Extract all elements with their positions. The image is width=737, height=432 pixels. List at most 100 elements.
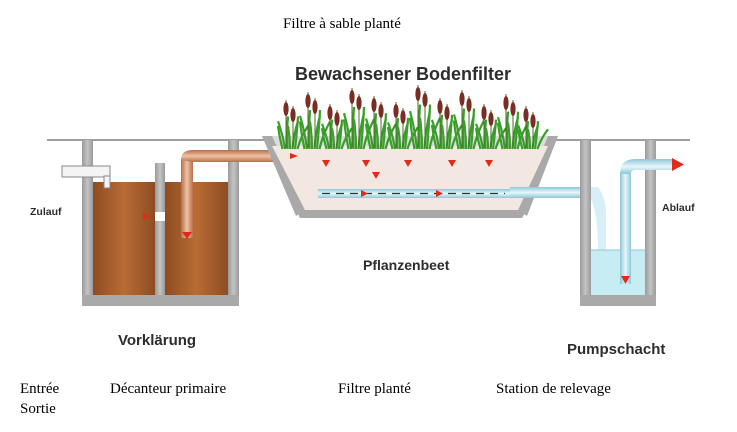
reed-leaf: [396, 117, 400, 150]
reed-leaf: [440, 114, 444, 150]
plant-bed-basin: [262, 136, 606, 250]
reed-leaf: [425, 104, 432, 150]
reed-head: [422, 93, 428, 107]
reed-head: [356, 96, 362, 110]
outlet-label: Ablauf: [662, 202, 695, 214]
reed-leaf: [526, 129, 532, 150]
reed-leaf: [533, 121, 540, 150]
label-decanteur: Décanteur primaire: [110, 381, 227, 397]
reed-head: [334, 112, 340, 126]
label-filtre-plante: Filtre planté: [338, 381, 411, 397]
label-station: Station de relevage: [496, 381, 611, 397]
reed-leaf: [516, 124, 527, 150]
reed-leaf: [359, 106, 366, 150]
label-entree: Entrée: [20, 381, 60, 397]
reed-head: [327, 106, 333, 120]
reed-leaf: [364, 118, 375, 150]
reed-leaf: [408, 110, 419, 150]
reed-leaf: [374, 113, 378, 150]
reed-leaf: [364, 123, 372, 150]
reed-leaf: [298, 115, 309, 150]
reed-head: [437, 100, 443, 114]
reed-leaf: [352, 119, 358, 150]
reed-leaf: [484, 127, 490, 150]
reed-leaf: [381, 113, 388, 150]
reed-leaf: [513, 111, 520, 150]
reed-head: [349, 90, 355, 104]
reed-leaf: [491, 119, 498, 150]
reed-leaf: [276, 120, 287, 150]
header-label: Bewachsener Bodenfilter: [295, 64, 511, 84]
flow-arrows: [290, 153, 493, 197]
reed-leaf: [496, 122, 504, 150]
plant-bed-label: Pflanzenbeet: [363, 257, 450, 273]
reed-leaf: [418, 104, 422, 150]
reed-leaf: [330, 127, 336, 150]
reed-leaf: [374, 123, 380, 150]
reed-head: [459, 92, 465, 106]
inlet-pipe: [61, 165, 111, 178]
primary-settling-label: Vorklärung: [118, 332, 196, 349]
reed-leaf: [506, 111, 510, 150]
reed-head: [466, 98, 472, 112]
reed-leaf: [526, 121, 530, 150]
reed-leaf: [342, 119, 350, 150]
reed-leaf: [330, 119, 334, 150]
reed-leaf: [286, 116, 290, 150]
pump-shaft-label: Pumpschacht: [567, 341, 665, 358]
reed-head: [415, 87, 421, 101]
reed-leaf: [320, 123, 331, 150]
reed-head: [305, 94, 311, 108]
reed-leaf: [474, 123, 485, 150]
reed-leaf: [462, 108, 466, 150]
reed-head: [283, 102, 289, 116]
page-title: Filtre à sable planté: [283, 16, 401, 32]
reed-leaf: [386, 126, 394, 150]
reed-leaf: [516, 129, 524, 150]
reed-head: [378, 104, 384, 118]
label-sortie: Sortie: [20, 401, 56, 417]
reed-leaf: [308, 121, 314, 150]
reed-leaf: [484, 119, 488, 150]
reed-head: [481, 106, 487, 120]
reed-leaf: [352, 106, 356, 150]
reed-head: [523, 108, 529, 122]
reed-head: [393, 104, 399, 118]
reed-leaf: [536, 128, 549, 150]
reed-leaf: [342, 112, 353, 150]
reed-leaf: [386, 122, 397, 150]
reed-head: [503, 96, 509, 110]
reed-leaf: [293, 116, 300, 150]
reed-leaf: [337, 119, 344, 150]
reed-leaf: [403, 117, 410, 150]
reed-leaf: [298, 121, 306, 150]
reed-leaf: [276, 125, 284, 150]
reed-head: [400, 110, 406, 124]
reed-head: [530, 114, 536, 128]
reed-leaf: [286, 125, 292, 150]
reed-leaf: [474, 128, 482, 150]
reed-leaf: [430, 124, 438, 150]
reed-leaf: [320, 128, 328, 150]
reed-leaf: [469, 108, 476, 150]
reed-head: [488, 112, 494, 126]
reed-leaf: [447, 114, 454, 150]
inlet-label: Zulauf: [30, 206, 62, 218]
reed-leaf: [496, 116, 507, 150]
reed-leaf: [440, 124, 446, 150]
reed-head: [444, 106, 450, 120]
reed-leaf: [452, 114, 463, 150]
reed-head: [510, 102, 516, 116]
reed-head: [312, 100, 318, 114]
primary-settling-tank: [61, 140, 239, 306]
reed-leaf: [308, 109, 312, 150]
reed-leaf: [506, 122, 512, 150]
reed-leaf: [396, 126, 402, 150]
reeds: [276, 85, 549, 150]
reed-leaf: [408, 117, 416, 150]
pump-shaft: [580, 140, 684, 306]
reed-leaf: [452, 120, 460, 150]
reed-leaf: [462, 120, 468, 150]
reed-head: [371, 98, 377, 112]
